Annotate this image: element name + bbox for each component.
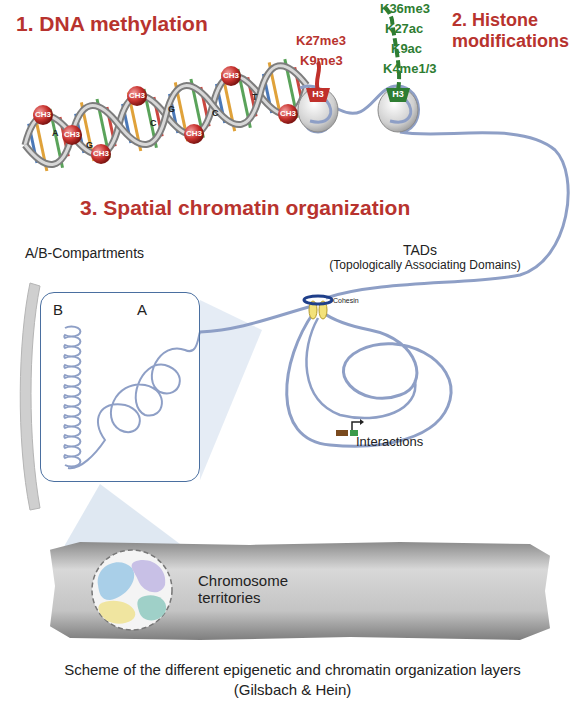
compartment-letter: A bbox=[137, 301, 157, 318]
histone-label: H3 bbox=[386, 89, 410, 99]
tad-loop bbox=[306, 318, 415, 418]
cohesin-ring bbox=[304, 296, 332, 304]
section-title: 1. DNA methylation bbox=[16, 12, 286, 36]
methyl-label: CH3 bbox=[88, 149, 114, 158]
histone-mark: K36me3 bbox=[380, 2, 450, 17]
base-letter: C bbox=[150, 118, 162, 128]
methyl-label: CH3 bbox=[30, 110, 56, 119]
methyl-group bbox=[33, 66, 298, 164]
histone-label: H3 bbox=[306, 89, 330, 99]
chromatin-fiber bbox=[200, 306, 312, 332]
figure-caption: Scheme of the different epigenetic and c… bbox=[40, 660, 545, 701]
a-compartment-chromatin bbox=[68, 332, 200, 468]
base-letter: G bbox=[86, 140, 98, 150]
methyl-label: CH3 bbox=[218, 71, 244, 80]
chromatin-fiber bbox=[310, 100, 331, 122]
nuclear-lamina bbox=[20, 283, 40, 510]
interaction-label: Interactions bbox=[356, 435, 446, 450]
base-letter: A bbox=[52, 128, 64, 138]
chromatin-fiber bbox=[390, 100, 411, 122]
chromosome-territory bbox=[98, 601, 135, 624]
tad-loop bbox=[287, 312, 451, 446]
transcription-arrow bbox=[352, 422, 360, 430]
histone-mark: K27ac bbox=[385, 22, 445, 37]
chromosome-territory bbox=[132, 560, 166, 592]
compartment-letter: B bbox=[53, 301, 73, 318]
methyl-label: CH3 bbox=[275, 109, 301, 118]
transcription-arrow bbox=[360, 419, 364, 425]
histone-tag bbox=[386, 88, 410, 102]
b-compartment-chromatin bbox=[64, 327, 80, 467]
base-letter: G bbox=[168, 104, 180, 114]
histone-mark: K9me3 bbox=[300, 54, 360, 69]
compartment-box: A/B-CompartmentsBA bbox=[40, 292, 200, 482]
gene-element bbox=[336, 430, 348, 436]
nucleosome bbox=[298, 88, 338, 132]
cell-nucleus bbox=[50, 542, 550, 640]
chromosome-territory bbox=[98, 562, 134, 600]
methyl-label: CH3 bbox=[59, 130, 85, 139]
methyl-label: CH3 bbox=[181, 129, 207, 138]
zoom-cone bbox=[62, 484, 188, 550]
base-letter: T bbox=[252, 92, 264, 102]
section-title: 2. Histone modifications bbox=[452, 10, 585, 51]
section-subheading: (Topologically Associating Domains) bbox=[285, 259, 565, 273]
territory-label: Chromosome territories bbox=[198, 572, 308, 607]
nucleosome bbox=[378, 88, 418, 132]
chromosome-territory bbox=[137, 595, 166, 620]
section-heading: TADs bbox=[335, 242, 505, 258]
dna-helix bbox=[19, 56, 313, 175]
nucleus-outline bbox=[92, 550, 172, 630]
histone-mark: K4me1/3 bbox=[383, 62, 453, 77]
protein-label: Cohesin bbox=[333, 297, 373, 305]
histone-tag bbox=[306, 88, 330, 102]
base-letter: C bbox=[212, 108, 224, 118]
section-title: 3. Spatial chromatin organization bbox=[80, 196, 420, 220]
histone-mark: K9ac bbox=[391, 42, 451, 57]
histone-mark: K27me3 bbox=[296, 34, 356, 49]
methyl-label: CH3 bbox=[124, 91, 150, 100]
section-heading: A/B-Compartments bbox=[25, 245, 195, 261]
